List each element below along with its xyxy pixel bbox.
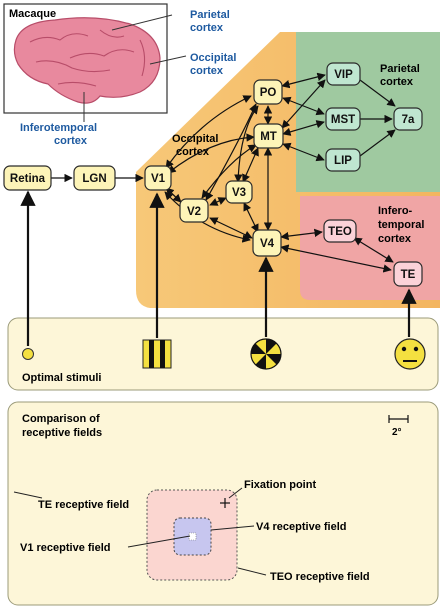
brain-occipital-label-1: Occipital bbox=[190, 52, 236, 64]
scale-bar bbox=[388, 415, 409, 423]
inferotemporal-cortex-label-3: cortex bbox=[378, 233, 412, 245]
node-te: TE bbox=[393, 261, 423, 287]
teo-receptive-field-label: TEO receptive field bbox=[270, 571, 370, 583]
parietal-cortex-label-1: Parietal bbox=[380, 63, 420, 75]
brain-inferotemporal-label-2: cortex bbox=[54, 135, 88, 147]
brain-occipital-label-2: cortex bbox=[190, 65, 224, 77]
area-nodes: Retina LGN V1 V2 V3 V4 PO MT bbox=[3, 62, 423, 287]
arrow-mt-vip bbox=[281, 79, 326, 129]
node-7a-label: 7a bbox=[402, 114, 415, 126]
node-po: PO bbox=[253, 79, 283, 105]
inferotemporal-cortex-label-1: Infero- bbox=[378, 205, 413, 217]
brain-sulci bbox=[29, 29, 146, 87]
face-icon bbox=[394, 338, 426, 370]
bar-grating-icon bbox=[142, 339, 172, 369]
node-v1-label: V1 bbox=[151, 173, 166, 185]
arrow-lip-7a bbox=[359, 129, 396, 157]
node-v4: V4 bbox=[252, 229, 282, 257]
node-v3-label: V3 bbox=[232, 187, 246, 199]
arrow-v3-v4 bbox=[243, 202, 259, 233]
v1-receptive-field-label: V1 receptive field bbox=[20, 542, 111, 554]
receptive-title-1: Comparison of bbox=[22, 413, 100, 425]
dot-stimulus-icon bbox=[22, 348, 34, 360]
brain-parietal-label-2: cortex bbox=[190, 22, 224, 34]
arrow-teo-te bbox=[353, 237, 394, 263]
arrow-v3-po bbox=[234, 105, 259, 183]
scale-bar-label: 2° bbox=[392, 427, 402, 438]
arrow-v4-teo bbox=[280, 228, 323, 241]
radial-checkerboard-icon bbox=[250, 338, 282, 370]
arrow-mt-mst bbox=[282, 120, 325, 136]
fixation-point-marker bbox=[220, 498, 230, 508]
stimulus-arrows bbox=[20, 190, 417, 346]
node-te-label: TE bbox=[401, 269, 416, 281]
inferotemporal-cortex-label-2: temporal bbox=[378, 219, 424, 231]
brain-inset: Macaque bbox=[3, 3, 187, 122]
arrow-vip-7a bbox=[359, 79, 396, 107]
arrow-mt-lip bbox=[282, 142, 325, 162]
parietal-cortex-label-2: cortex bbox=[380, 76, 414, 88]
v1-receptive-field bbox=[188, 532, 197, 541]
brain-inferotemporal-label-1: Inferotemporal bbox=[20, 122, 97, 134]
node-mst-label: MST bbox=[331, 114, 355, 126]
arrow-v2-v4 bbox=[209, 217, 253, 239]
te-receptive-field-label: TE receptive field bbox=[38, 499, 129, 511]
receptive-field-panel: Comparison of receptive fields 2° TE rec… bbox=[7, 401, 439, 606]
brain-parietal-label-1: Parietal bbox=[190, 9, 230, 21]
node-7a: 7a bbox=[393, 107, 423, 131]
fixation-point-label: Fixation point bbox=[244, 479, 316, 491]
node-retina-label: Retina bbox=[10, 173, 46, 185]
node-v2-label: V2 bbox=[187, 206, 201, 218]
node-mst: MST bbox=[325, 107, 361, 131]
optimal-stimuli-label: Optimal stimuli bbox=[22, 372, 101, 384]
stimuli-panel: Optimal stimuli bbox=[7, 317, 439, 391]
v4-receptive-field-label: V4 receptive field bbox=[256, 521, 347, 533]
node-v3: V3 bbox=[225, 180, 253, 204]
node-v2: V2 bbox=[179, 198, 209, 223]
node-vip-label: VIP bbox=[334, 69, 353, 81]
node-po-label: PO bbox=[260, 87, 277, 99]
node-teo-label: TEO bbox=[328, 226, 352, 238]
node-mt: MT bbox=[253, 123, 284, 149]
node-mt-label: MT bbox=[260, 131, 277, 143]
node-vip: VIP bbox=[326, 62, 361, 86]
occipital-pointer bbox=[149, 55, 187, 65]
node-retina: Retina bbox=[3, 165, 52, 191]
stimuli-panel-frame bbox=[7, 317, 439, 391]
species-label: Macaque bbox=[9, 8, 56, 20]
receptive-title-2: receptive fields bbox=[22, 427, 102, 439]
node-teo: TEO bbox=[323, 219, 357, 243]
parietal-pointer bbox=[111, 14, 173, 31]
arrow-v4-te bbox=[280, 244, 392, 273]
connections bbox=[51, 72, 396, 273]
node-lip: LIP bbox=[325, 148, 361, 172]
brain-illustration bbox=[13, 17, 161, 104]
receptive-pointers bbox=[13, 487, 267, 576]
node-lgn-label: LGN bbox=[82, 173, 106, 185]
node-v4-label: V4 bbox=[260, 238, 275, 250]
node-v1: V1 bbox=[144, 165, 172, 191]
node-lip-label: LIP bbox=[334, 155, 352, 167]
node-lgn: LGN bbox=[73, 165, 116, 191]
